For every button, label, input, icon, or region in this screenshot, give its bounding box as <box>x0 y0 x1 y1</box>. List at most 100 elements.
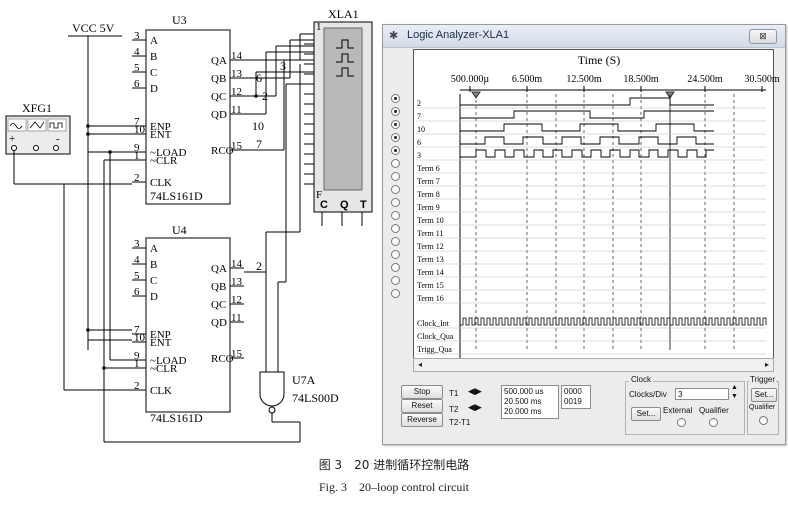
u3-right-pin-name: QA <box>211 55 227 67</box>
time-axis-label: Time (S) <box>578 53 621 67</box>
t2-time-value: 20.500 ms <box>504 397 542 406</box>
u4-left-pin-num: 1 <box>134 358 140 370</box>
channel-radio[interactable] <box>391 107 400 116</box>
control-panel: Stop Reset Reverse T1 T2 T2-T1 ◀▶ ◀▶ 500… <box>399 373 779 437</box>
u4-left-pin-num: 10 <box>134 332 146 344</box>
u3-left-pin-name: A <box>150 35 158 47</box>
channel-label: Term 6 <box>417 164 440 173</box>
u3-left-pin-name: ENP <box>150 121 171 133</box>
scroll-right-arrow[interactable]: ▸ <box>764 360 769 369</box>
reset-button[interactable]: Reset <box>401 399 443 413</box>
xla-pinf: F <box>316 189 322 201</box>
channel-radio[interactable] <box>391 276 400 285</box>
channel-radio[interactable] <box>391 185 400 194</box>
channel-radio[interactable] <box>391 250 400 259</box>
reverse-button[interactable]: Reverse <box>401 413 443 427</box>
t2-arrows-icon[interactable]: ◀▶ <box>468 402 482 412</box>
xla-ref: XLA1 <box>328 7 359 21</box>
clocks-per-div-label: Clocks/Div <box>629 390 667 399</box>
external-radio[interactable] <box>677 418 686 427</box>
clock-group <box>625 381 745 435</box>
u3-left-pin-name: D <box>150 83 158 95</box>
channel-radio[interactable] <box>391 172 400 181</box>
trigger-set-button[interactable]: Set... <box>751 388 777 402</box>
u4-left-pin-name: A <box>150 243 158 255</box>
t1-code-value: 0000 <box>564 387 582 396</box>
xfg-plus: + <box>9 133 15 145</box>
xfg-ref: XFG1 <box>22 101 52 115</box>
cursor-time-box: 500.000 us 20.500 ms 20.000 ms <box>501 385 559 419</box>
trace-ch-7 <box>460 110 714 119</box>
channel-label: Trigg_Qua <box>417 345 452 354</box>
channel-label: Term 8 <box>417 190 440 199</box>
cursor-code-box: 0000 0019 <box>561 385 591 409</box>
channel-radio[interactable] <box>391 159 400 168</box>
channel-radio[interactable] <box>391 133 400 142</box>
scroll-left-arrow[interactable]: ◂ <box>417 360 422 369</box>
u3-left-pin-num: 9 <box>134 142 140 154</box>
u4-right-pin-num: 12 <box>231 294 242 306</box>
u3-right-pin-name: QD <box>211 109 227 121</box>
channel-label: 2 <box>417 99 421 108</box>
logic-analyzer-xla1: XLA1 1 F C Q T <box>304 7 373 226</box>
channel-radio[interactable] <box>391 198 400 207</box>
net-label-6: 6 <box>256 71 262 85</box>
time-tick-label: 24.500m <box>687 74 723 85</box>
trace-clock-int <box>460 317 767 326</box>
u4-left-pin-num: 6 <box>134 286 140 298</box>
u4-left-pin-num: 9 <box>134 350 140 362</box>
stop-button[interactable]: Stop <box>401 385 443 399</box>
clock-set-button[interactable]: Set... <box>631 407 661 421</box>
logic-analyzer-window: ✱ Logic Analyzer-XLA1 ⊠ Time (S)500.000µ… <box>382 24 786 445</box>
channel-radio[interactable] <box>391 120 400 129</box>
t1-arrows-icon[interactable]: ◀▶ <box>468 386 482 396</box>
u3-right-pin-name: QB <box>211 73 226 85</box>
u4-left-pin-name: ENP <box>150 329 171 341</box>
channel-radio[interactable] <box>391 211 400 220</box>
net-label-7: 7 <box>256 137 262 151</box>
trace-ch-3 <box>460 149 714 158</box>
time-tick-label: 6.500m <box>512 74 543 85</box>
function-generator-xfg1: XFG1 + - <box>5 101 71 155</box>
horizontal-scrollbar[interactable]: ◂ ▸ <box>413 358 774 372</box>
u3-right-pin-name: QC <box>211 91 226 103</box>
clock-qualifier-radio[interactable] <box>709 418 718 427</box>
xla-pin1: 1 <box>316 21 322 33</box>
gate-ref: U7A <box>292 373 316 387</box>
u4-right-pin-name: QB <box>211 281 226 293</box>
trigger-qualifier-radio[interactable] <box>759 416 768 425</box>
u4-right-pin-name: QD <box>211 317 227 329</box>
u4-left-pin-name: C <box>150 275 157 287</box>
u3-right-pin-num: 15 <box>231 140 243 152</box>
trace-ch-2 <box>460 97 714 106</box>
channel-radio[interactable] <box>391 94 400 103</box>
u3-left-pin-name: B <box>150 51 157 63</box>
u4-right-pin-num: 11 <box>231 312 242 324</box>
title-bar[interactable]: ✱ Logic Analyzer-XLA1 ⊠ <box>383 25 785 48</box>
channel-label: Term 13 <box>417 255 444 264</box>
u3-left-pin-num: 4 <box>134 46 140 58</box>
u4-right-pin-name: QC <box>211 299 226 311</box>
close-button[interactable]: ⊠ <box>749 29 777 44</box>
u3-left-pin-name: ~CLR <box>150 155 178 167</box>
u4-right-pin-num: 14 <box>231 258 243 270</box>
channel-radio[interactable] <box>391 289 400 298</box>
t2t1-label: T2-T1 <box>449 418 471 427</box>
trace-ch-6 <box>460 136 714 145</box>
channel-label: 6 <box>417 138 421 147</box>
channel-radio[interactable] <box>391 237 400 246</box>
clocks-per-div-input[interactable]: 3 <box>675 388 729 400</box>
clocks-spin-up-icon[interactable]: ▲ <box>731 384 738 391</box>
trigger-qualifier-label: Qualifier <box>749 404 776 411</box>
channel-radio[interactable] <box>391 146 400 155</box>
channel-label: 3 <box>417 151 421 160</box>
trace-ch-10 <box>460 123 714 132</box>
clocks-spin-down-icon[interactable]: ▼ <box>731 393 738 400</box>
u3-left-pin-num: 1 <box>134 150 140 162</box>
channel-radio[interactable] <box>391 263 400 272</box>
channel-radio[interactable] <box>391 224 400 233</box>
